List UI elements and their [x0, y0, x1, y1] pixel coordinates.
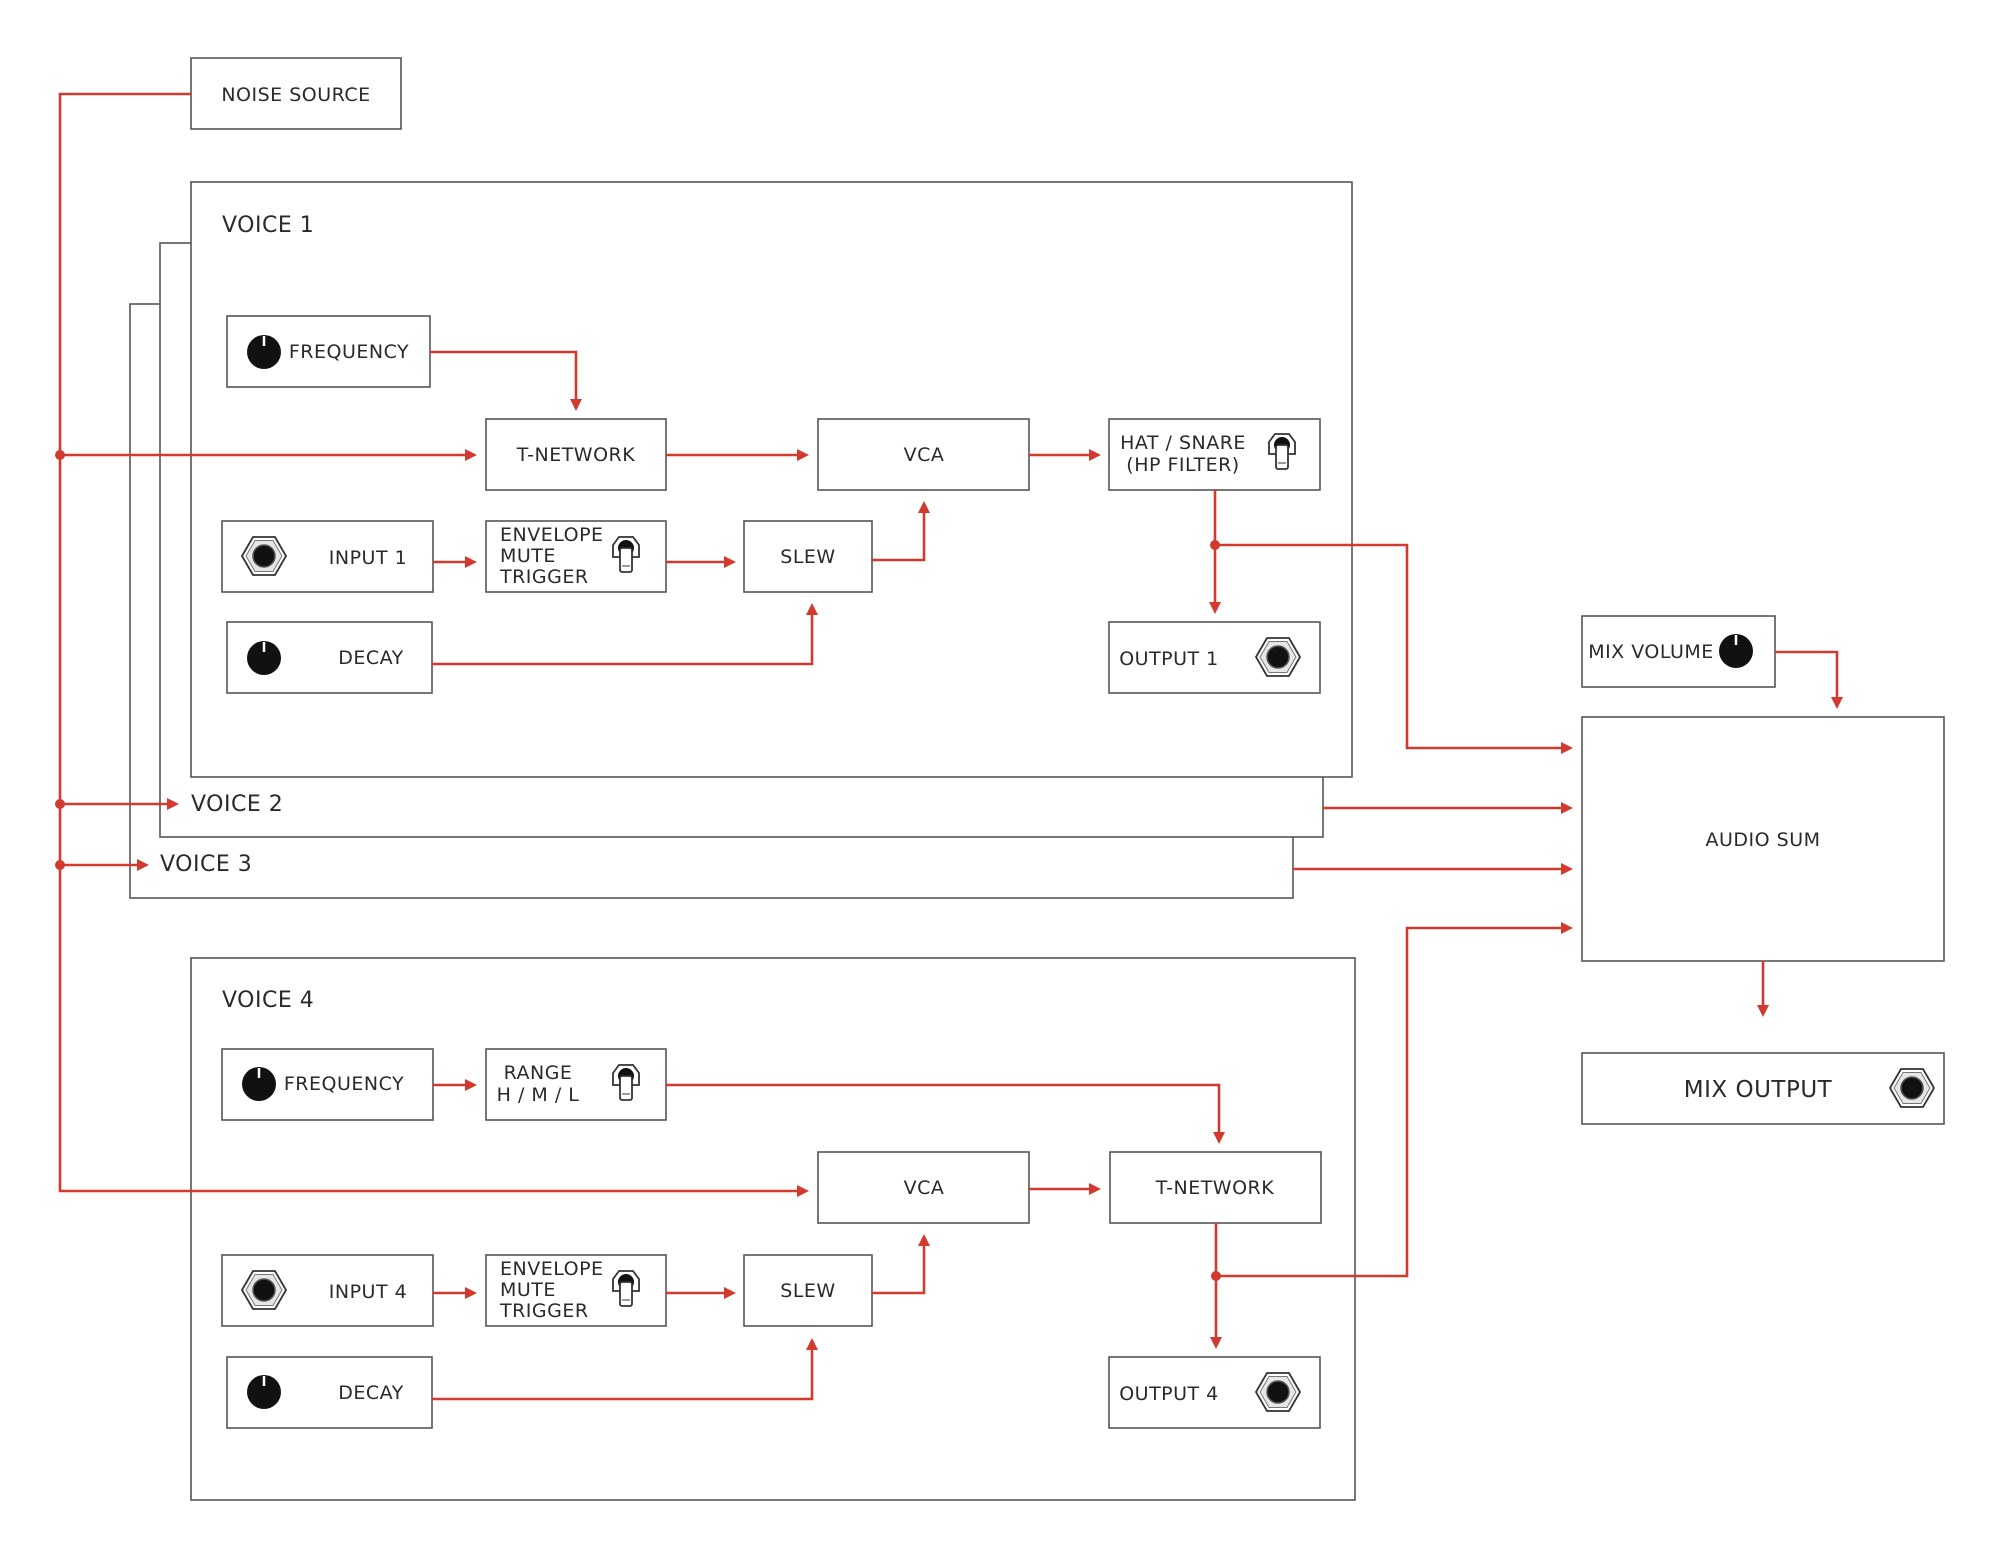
decay-label: DECAY: [338, 1382, 404, 1404]
mix-volume-to-sum-wire: [1775, 650, 1839, 700]
voice-4-frequency-module: FREQUENCY: [221, 1048, 434, 1121]
voice-1-frequency-module: FREQUENCY: [226, 315, 431, 388]
voice-4-input-module: INPUT 4: [221, 1254, 434, 1327]
hp-filter-label: (HP FILTER): [1126, 454, 1239, 476]
knob-icon[interactable]: [245, 1373, 283, 1411]
envelope-label: ENVELOPE: [500, 524, 604, 546]
knob-icon[interactable]: [245, 333, 283, 371]
v1-to-audio-sum-wire: [1215, 543, 1564, 750]
v1-frequency-to-t-network-wire: [430, 350, 578, 402]
t-network-label: T-NETWORK: [516, 444, 635, 466]
trigger-label: TRIGGER: [499, 566, 589, 588]
v4-range-to-t-network-wire: [666, 1083, 1221, 1135]
noise-bus-wire: [58, 92, 800, 1193]
v4-slew-to-vca-wire: [872, 1243, 926, 1295]
mute-label: MUTE: [500, 1279, 556, 1301]
mute-label: MUTE: [500, 545, 556, 567]
junction-dot: [55, 450, 65, 460]
voice-1-output-module: OUTPUT 1: [1108, 621, 1321, 694]
t-network-label: T-NETWORK: [1155, 1177, 1274, 1199]
v1-decay-to-slew-wire: [432, 612, 814, 666]
knob-icon[interactable]: [245, 639, 283, 677]
noise-source-label: NOISE SOURCE: [221, 84, 370, 106]
slew-label: SLEW: [780, 546, 835, 568]
junction-dot: [55, 799, 65, 809]
input-label: INPUT 4: [329, 1281, 407, 1303]
range-label: RANGE: [504, 1062, 573, 1084]
voice-1-input-module: INPUT 1: [221, 520, 434, 593]
mix-volume-label: MIX VOLUME: [1588, 641, 1714, 663]
noise-source-module: NOISE SOURCE: [190, 57, 402, 130]
slew-label: SLEW: [780, 1280, 835, 1302]
v4-decay-to-slew-wire: [432, 1347, 814, 1401]
voice-4-panel: VOICE 4 FREQUENCY RANGE H / M / L VCA T-…: [190, 957, 1356, 1501]
voice-1-decay-module: DECAY: [226, 621, 433, 694]
mix-output-label: MIX OUTPUT: [1684, 1077, 1833, 1103]
voice-2-title: VOICE 2: [191, 792, 283, 817]
voice-3-title: VOICE 3: [160, 852, 252, 877]
voice-4-decay-module: DECAY: [226, 1356, 433, 1429]
output-label: OUTPUT 4: [1119, 1383, 1219, 1405]
voice-1-vca-module: VCA: [817, 418, 1030, 491]
hat-snare-label: HAT / SNARE: [1120, 432, 1246, 454]
voice-4-title: VOICE 4: [222, 988, 314, 1013]
v1-slew-to-vca-wire: [872, 510, 926, 562]
junction-dot: [55, 860, 65, 870]
voice-4-range-module: RANGE H / M / L: [485, 1048, 667, 1121]
voice-4-t-network-module: T-NETWORK: [1109, 1151, 1322, 1224]
voice-1-hat-snare-module: HAT / SNARE (HP FILTER): [1108, 418, 1321, 491]
input-label: INPUT 1: [329, 547, 407, 569]
voice-4-slew-module: SLEW: [743, 1254, 873, 1327]
voice-1-title: VOICE 1: [222, 213, 314, 238]
voice-1-envelope-module: ENVELOPE MUTE TRIGGER: [485, 520, 667, 593]
voice-1-t-network-module: T-NETWORK: [485, 418, 667, 491]
range-hml-label: H / M / L: [497, 1084, 580, 1106]
audio-sum-module: AUDIO SUM: [1581, 716, 1945, 962]
envelope-label: ENVELOPE: [500, 1258, 604, 1280]
decay-label: DECAY: [338, 647, 404, 669]
arrowheads: [137, 399, 1843, 1350]
knob-icon[interactable]: [1717, 632, 1755, 670]
output-label: OUTPUT 1: [1119, 648, 1219, 670]
trigger-label: TRIGGER: [499, 1300, 589, 1322]
frequency-label: FREQUENCY: [284, 1073, 404, 1095]
v4-to-audio-sum-wire: [1216, 926, 1564, 1278]
audio-sum-label: AUDIO SUM: [1706, 829, 1821, 851]
voice-4-vca-module: VCA: [817, 1151, 1030, 1224]
voice-4-output-module: OUTPUT 4: [1108, 1356, 1321, 1429]
junction-dot: [1211, 1271, 1221, 1281]
vca-label: VCA: [904, 444, 945, 466]
vca-label: VCA: [904, 1177, 945, 1199]
mix-output-module: MIX OUTPUT: [1581, 1052, 1945, 1125]
signal-wires: [55, 92, 1839, 1401]
voice-4-envelope-module: ENVELOPE MUTE TRIGGER: [485, 1254, 667, 1327]
voice-1-panel: VOICE 1 FREQUENCY T-NETWORK VCA HAT / SN…: [190, 181, 1353, 778]
knob-icon[interactable]: [240, 1065, 278, 1103]
frequency-label: FREQUENCY: [289, 341, 409, 363]
voice-1-slew-module: SLEW: [743, 520, 873, 593]
junction-dot: [1210, 540, 1220, 550]
mix-volume-module: MIX VOLUME: [1581, 615, 1776, 688]
